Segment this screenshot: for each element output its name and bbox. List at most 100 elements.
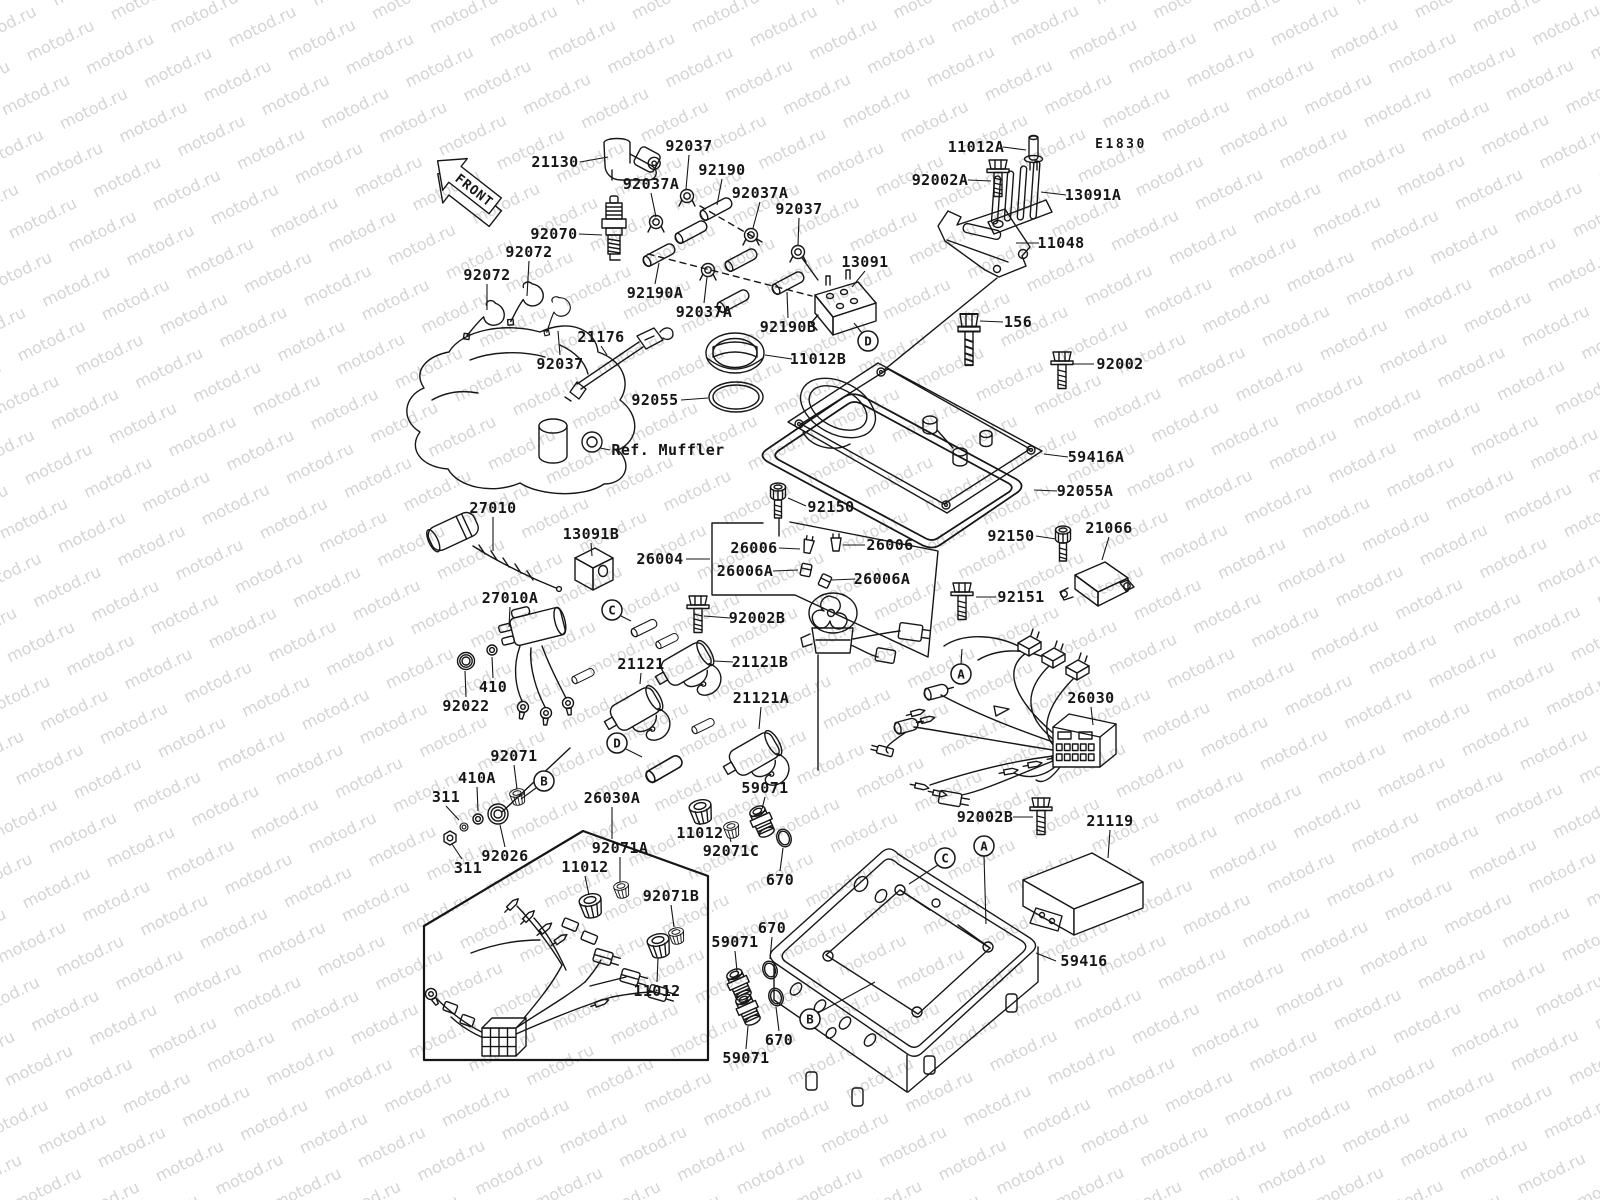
junction-13091-art bbox=[810, 269, 877, 336]
leader-line bbox=[491, 656, 494, 679]
part-label-92151: 92151 bbox=[997, 588, 1044, 606]
part-label-21121a: 21121A bbox=[733, 689, 790, 707]
ref-leader-line bbox=[520, 787, 537, 800]
part-label-59071: 59071 bbox=[741, 779, 788, 797]
part-label-311: 311 bbox=[432, 788, 460, 806]
part-label-92037a: 92037A bbox=[676, 303, 733, 321]
leader-line bbox=[1033, 489, 1058, 492]
leader-line bbox=[499, 824, 506, 848]
leader-line bbox=[451, 843, 463, 860]
part-label-92071: 92071 bbox=[490, 747, 537, 765]
tube-clamp-assembly bbox=[640, 188, 819, 315]
part-label-26006: 26006 bbox=[730, 539, 777, 557]
leader-line bbox=[557, 330, 561, 356]
pin-11012A-art bbox=[1023, 134, 1044, 171]
part-label-92150: 92150 bbox=[987, 527, 1034, 545]
part-label-59071: 59071 bbox=[711, 933, 758, 951]
leader-line bbox=[513, 764, 518, 790]
filler-cap-art bbox=[705, 332, 765, 374]
ref-leader-line bbox=[620, 615, 632, 622]
harness-box-26030A bbox=[422, 829, 710, 1062]
damper-13091B-art bbox=[574, 547, 614, 591]
leader-line bbox=[831, 578, 856, 581]
ref-letter-c: C bbox=[941, 851, 949, 866]
part-label-21119: 21119 bbox=[1086, 812, 1133, 830]
leader-line bbox=[779, 847, 784, 872]
part-label-92055a: 92055A bbox=[1057, 482, 1114, 500]
muffler-art bbox=[406, 325, 636, 495]
ref-circle-a bbox=[950, 663, 972, 685]
main-connector bbox=[1052, 713, 1117, 768]
part-label-11012: 11012 bbox=[633, 982, 680, 1000]
solenoid-27010A-art bbox=[498, 606, 576, 727]
part-label-92070: 92070 bbox=[530, 225, 577, 243]
leader-line bbox=[1040, 191, 1067, 196]
part-label-92055: 92055 bbox=[631, 391, 678, 409]
leader-line bbox=[745, 1025, 749, 1050]
grommet-92026 bbox=[487, 803, 509, 825]
part-label-ref-muffler: Ref. Muffler bbox=[611, 441, 724, 459]
box-multipin-connector bbox=[481, 1017, 527, 1057]
part-label-92071b: 92071B bbox=[643, 887, 700, 905]
leader-line bbox=[599, 447, 611, 451]
part-label-410a: 410A bbox=[458, 769, 496, 787]
cover-59416A-art bbox=[787, 362, 1043, 514]
part-label-13091b: 13091B bbox=[563, 525, 620, 543]
part-label-92037: 92037 bbox=[665, 137, 712, 155]
part-label-92072: 92072 bbox=[505, 243, 552, 261]
oring-92055-art bbox=[708, 381, 764, 413]
ref-letter-c: C bbox=[608, 603, 616, 618]
sensor-rosette bbox=[800, 592, 858, 654]
leader-line bbox=[1101, 536, 1110, 561]
leader-line bbox=[1090, 706, 1094, 726]
leader-line bbox=[464, 670, 467, 698]
ref-letter-d: D bbox=[613, 736, 621, 751]
leader-line bbox=[967, 179, 992, 182]
part-label-410: 410 bbox=[479, 678, 507, 696]
ref-letter-a: A bbox=[957, 667, 965, 682]
part-label-92002b: 92002B bbox=[729, 609, 786, 627]
leader-line bbox=[639, 672, 642, 685]
leader-line bbox=[772, 569, 799, 572]
part-label-21176: 21176 bbox=[577, 328, 624, 346]
connector-27010-art bbox=[426, 511, 563, 593]
leader-line bbox=[851, 270, 866, 288]
ref-leader-line bbox=[960, 648, 963, 665]
part-label-92037a: 92037A bbox=[623, 175, 680, 193]
ref-leader-line bbox=[817, 981, 876, 1014]
leader-line bbox=[654, 262, 660, 285]
diagram-code: E1830 bbox=[1095, 137, 1147, 152]
leader-line bbox=[713, 660, 734, 663]
leader-line bbox=[656, 957, 659, 983]
leader-line bbox=[590, 542, 593, 557]
part-label-59071: 59071 bbox=[722, 1049, 769, 1067]
part-label-11012: 11012 bbox=[676, 824, 723, 842]
leader-line bbox=[716, 178, 723, 206]
part-label-26004: 26004 bbox=[636, 550, 683, 568]
leader-line bbox=[508, 606, 511, 628]
case-59416-art bbox=[769, 848, 1039, 1107]
leader-line bbox=[778, 547, 801, 550]
leader-line bbox=[703, 276, 708, 304]
part-label-59416: 59416 bbox=[1060, 952, 1107, 970]
leader-line bbox=[600, 345, 608, 356]
part-label-92002b: 92002B bbox=[957, 808, 1014, 826]
part-label-92190a: 92190A bbox=[627, 284, 684, 302]
part-label-11012b: 11012B bbox=[790, 350, 847, 368]
ref-letter-b: B bbox=[540, 774, 548, 789]
ref-circle-a bbox=[973, 835, 995, 857]
part-label-92026: 92026 bbox=[481, 847, 528, 865]
part-label-670: 670 bbox=[758, 919, 786, 937]
leader-line bbox=[703, 615, 731, 619]
ref-letter-a: A bbox=[980, 839, 988, 854]
part-label-92072: 92072 bbox=[463, 266, 510, 284]
leader-line bbox=[650, 192, 657, 218]
ref-leader-line bbox=[908, 864, 939, 885]
part-label-27010: 27010 bbox=[469, 499, 516, 517]
plug-cap-art bbox=[603, 137, 661, 181]
part-label-26006a: 26006A bbox=[717, 562, 774, 580]
